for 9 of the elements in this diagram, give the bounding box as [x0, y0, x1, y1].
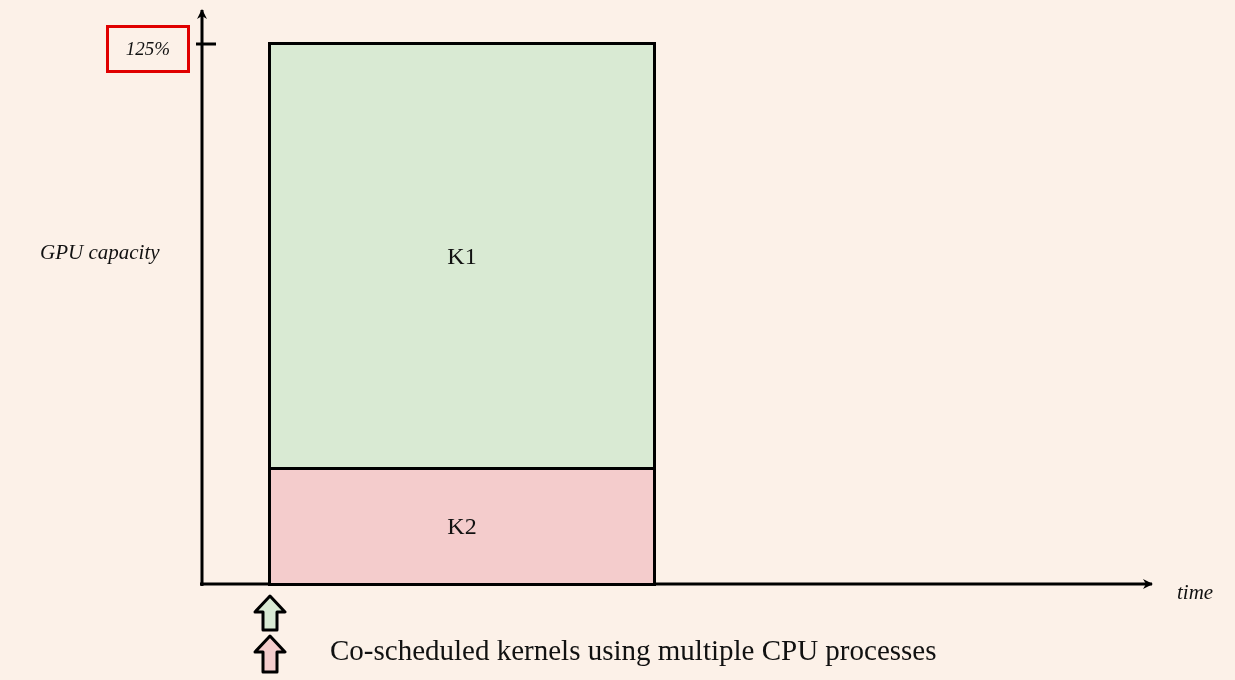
kernel-bar: [268, 42, 656, 470]
caption-text: Co-scheduled kernels using multiple CPU processes: [330, 634, 937, 667]
kernel-bar: [268, 467, 656, 586]
node-label: K2: [447, 513, 477, 540]
value-box: [106, 25, 190, 73]
node-label: 125%: [125, 38, 171, 60]
node-label: K1: [447, 242, 477, 270]
axis-title: time: [1177, 580, 1214, 605]
axis-title: GPU capacity: [40, 240, 160, 265]
